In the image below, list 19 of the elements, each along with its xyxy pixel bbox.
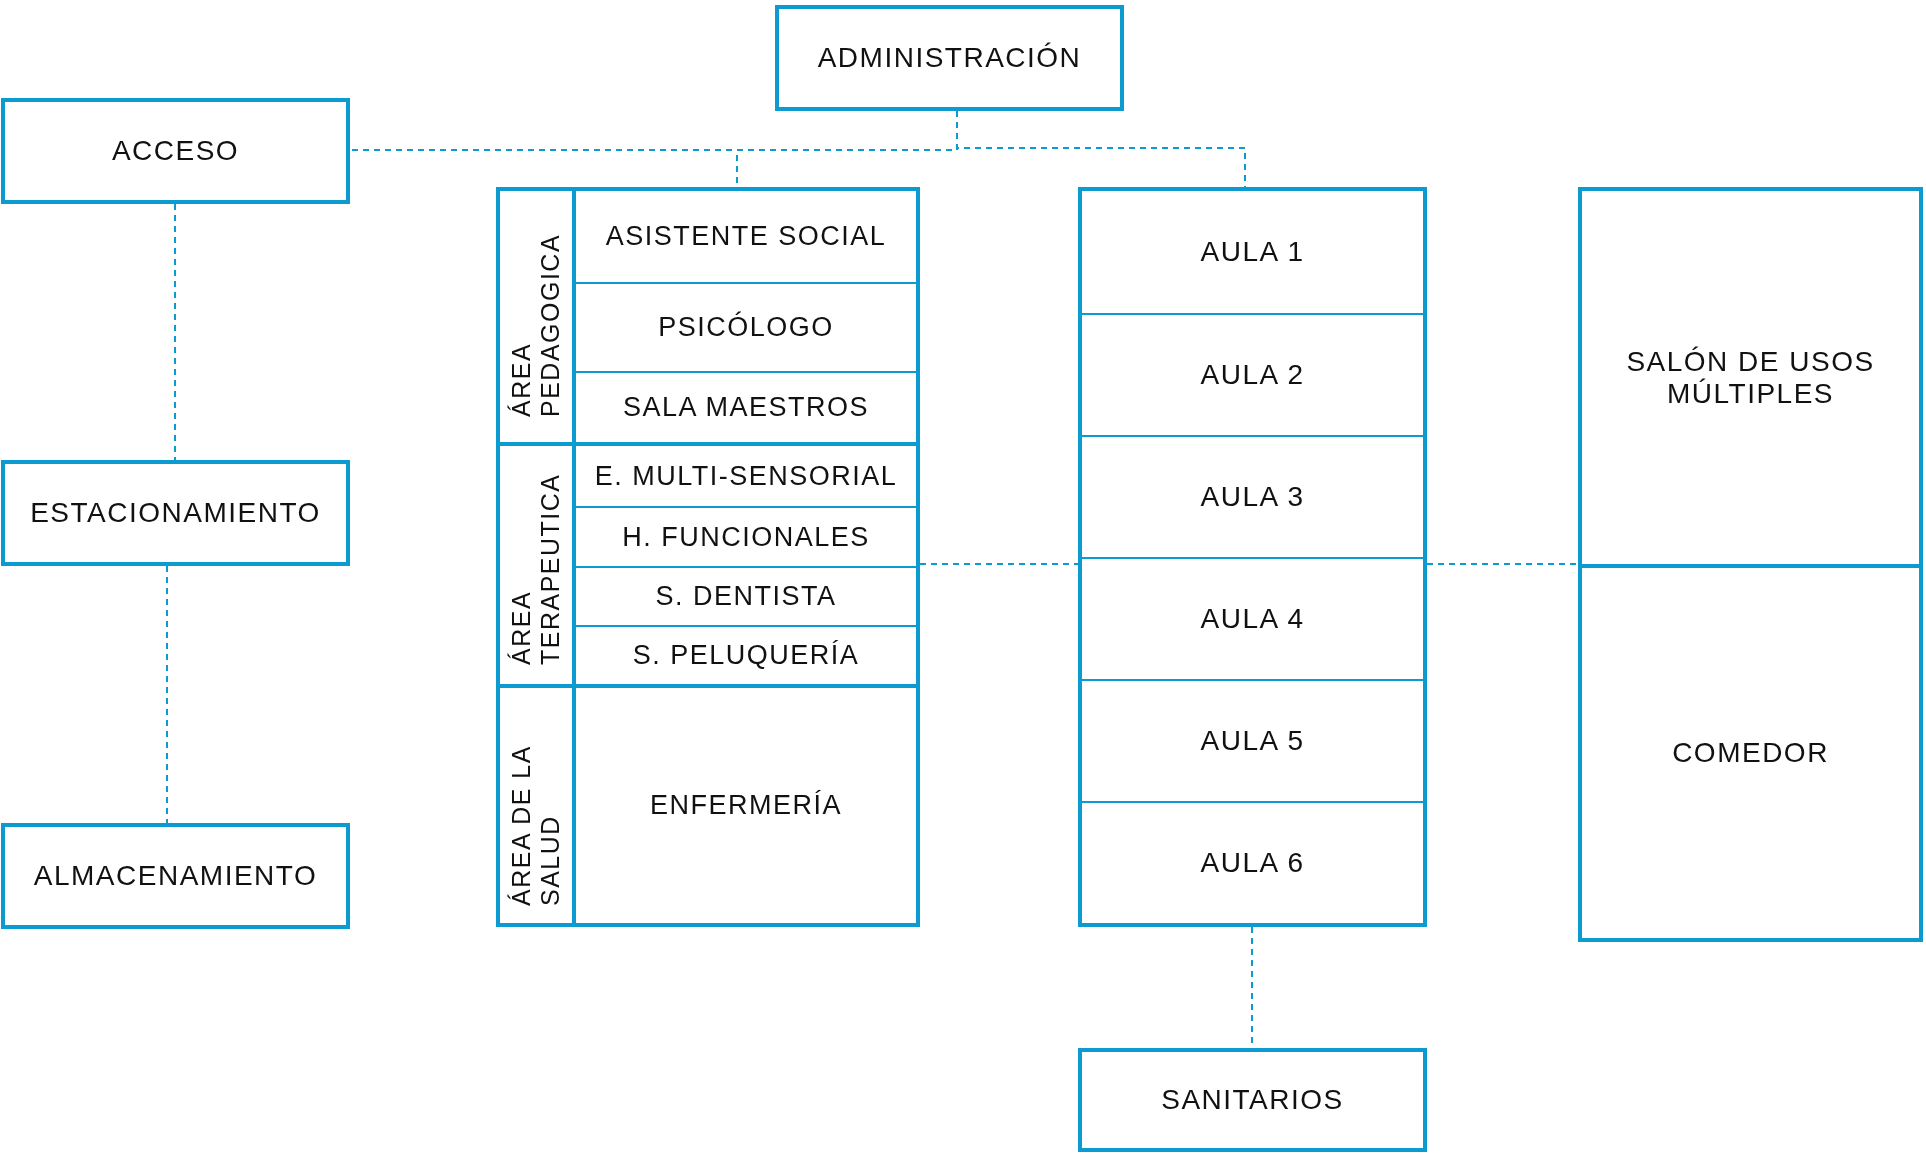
area-label: ÁREA DE LA SALUD: [507, 744, 565, 906]
room-cell: SALA MAESTROS: [572, 371, 916, 442]
dashed-connector: [919, 563, 1079, 565]
dashed-connector: [956, 110, 1246, 188]
room-cell: S. DENTISTA: [572, 566, 916, 625]
dashed-connector: [1426, 563, 1579, 565]
zone-box: ADMINISTRACIÓN: [775, 5, 1124, 111]
zone-box: ACCESO: [1, 98, 350, 204]
dashed-connector: [174, 203, 176, 461]
dashed-connector: [166, 565, 168, 824]
room-cell: H. FUNCIONALES: [572, 506, 916, 566]
zone-box: SANITARIOS: [1078, 1048, 1427, 1152]
room-cell: PSICÓLOGO: [572, 282, 916, 371]
area-label: ÁREA PEDAGOGICA: [507, 232, 565, 417]
area-label: ÁREA TERAPEUTICA: [507, 472, 565, 665]
zone-box: ALMACENAMIENTO: [1, 823, 350, 929]
classroom-block: [1078, 187, 1427, 927]
room-cell: S. PELUQUERÍA: [572, 625, 916, 684]
zone-box: ESTACIONAMIENTO: [1, 460, 350, 566]
